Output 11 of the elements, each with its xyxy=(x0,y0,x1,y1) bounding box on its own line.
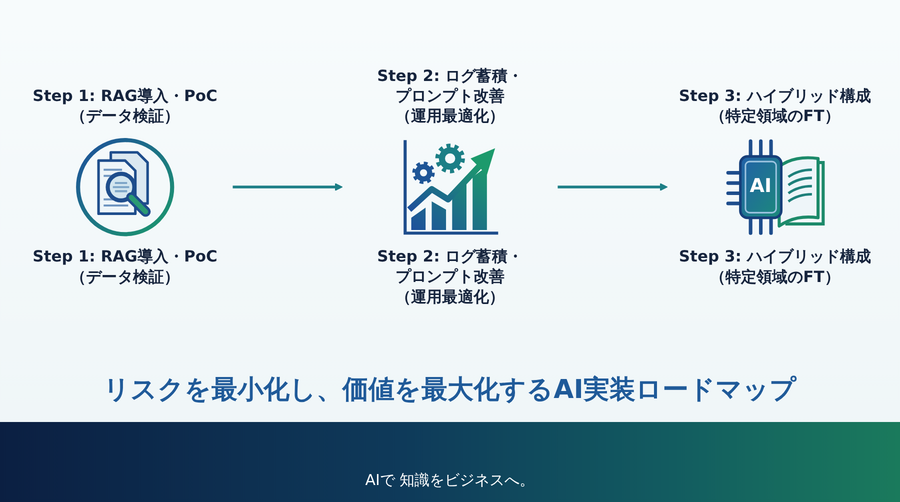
step-heading: Step 1: RAG導入・PoC（データ検証） xyxy=(32,86,218,127)
step-heading: Step 3: ハイブリッド構成（特定領域のFT） xyxy=(678,86,872,127)
step-label: Step 3: ハイブリッド構成（特定領域のFT） xyxy=(678,247,872,288)
slogan-text: AIで 知識をビジネスへ。 xyxy=(365,471,535,490)
step-heading: Step 2: ログ蓄積・プロンプト改善（運用最適化） xyxy=(376,66,524,127)
chip-text: AI xyxy=(748,177,773,196)
arrow xyxy=(232,182,343,192)
step-label: Step 1: RAG導入・PoC（データ検証） xyxy=(32,247,218,288)
step-label: Step 2: ログ蓄積・プロンプト改善（運用最適化） xyxy=(376,247,524,308)
caption-text: リスクを最小化し、価値を最大化するAI実装ロードマップ xyxy=(104,375,796,405)
arrow xyxy=(558,182,668,192)
